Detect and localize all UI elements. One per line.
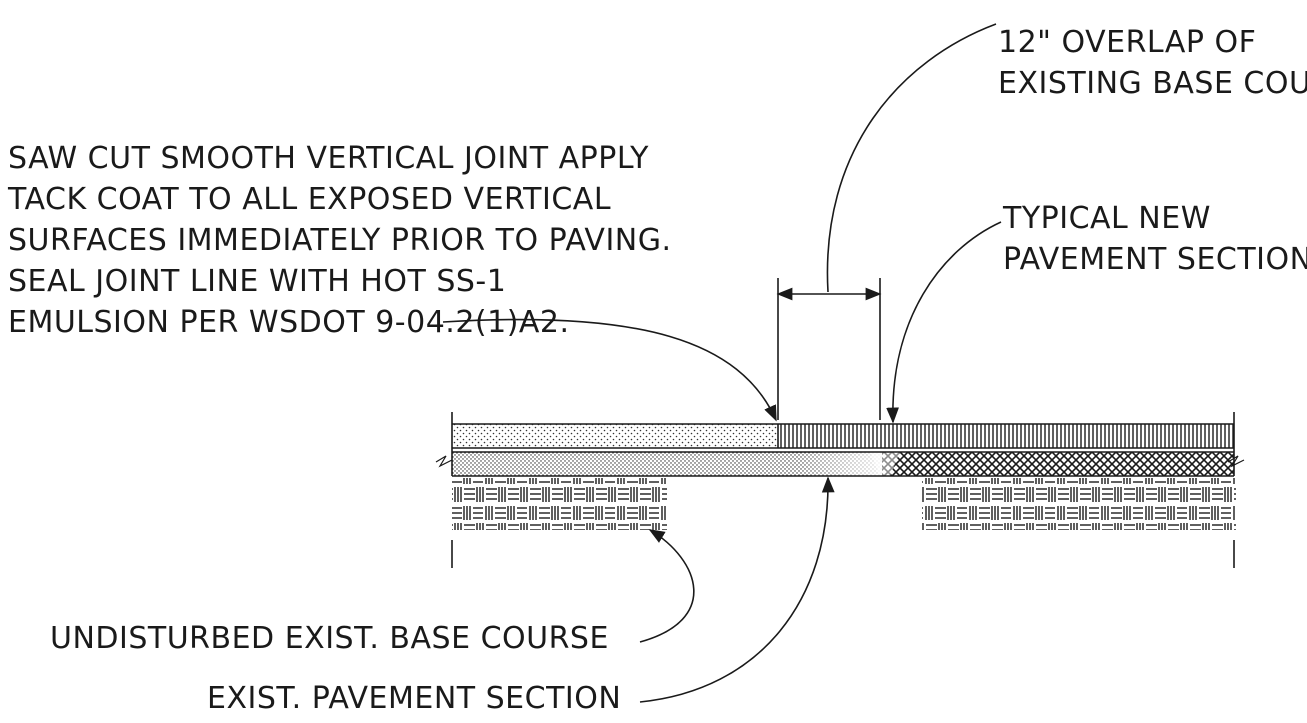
- overlap-label-line1: 12" OVERLAP OF: [998, 25, 1256, 60]
- pavement-section: [435, 412, 1245, 568]
- saw-cut-note-line4: SEAL JOINT LINE WITH HOT SS-1: [8, 264, 506, 299]
- saw-cut-note-line3: SURFACES IMMEDIATELY PRIOR TO PAVING.: [8, 223, 672, 258]
- new-pavement-leader: [886, 221, 1002, 424]
- undisturbed-base-left: [452, 478, 667, 530]
- new-pavement-top-layer: [778, 424, 1234, 448]
- exist-pavement-label: EXIST. PAVEMENT SECTION: [207, 681, 621, 716]
- saw-cut-note-line1: SAW CUT SMOOTH VERTICAL JOINT APPLY: [8, 141, 649, 176]
- undisturbed-base-right: [922, 478, 1236, 530]
- overlap-leader: [826, 23, 997, 293]
- saw-cut-note-line5: EMULSION PER WSDOT 9-04.2(1)A2.: [8, 305, 570, 340]
- new-pavement-label-line1: TYPICAL NEW: [1002, 201, 1211, 236]
- saw-cut-note-line2: TACK COAT TO ALL EXPOSED VERTICAL: [7, 182, 611, 217]
- overlap-label-line2: EXISTING BASE COU: [998, 66, 1307, 101]
- exist-pavement-leader: [639, 476, 835, 703]
- new-pavement-label-line2: PAVEMENT SECTION: [1003, 242, 1307, 277]
- new-base-layer: [882, 452, 1234, 476]
- overlap-dimension: [776, 278, 882, 420]
- base-course-leader: [639, 529, 695, 643]
- saw-cut-leader: [442, 318, 777, 422]
- base-course-label: UNDISTURBED EXIST. BASE COURSE: [50, 621, 609, 656]
- exist-pavement-top-layer: [452, 424, 778, 448]
